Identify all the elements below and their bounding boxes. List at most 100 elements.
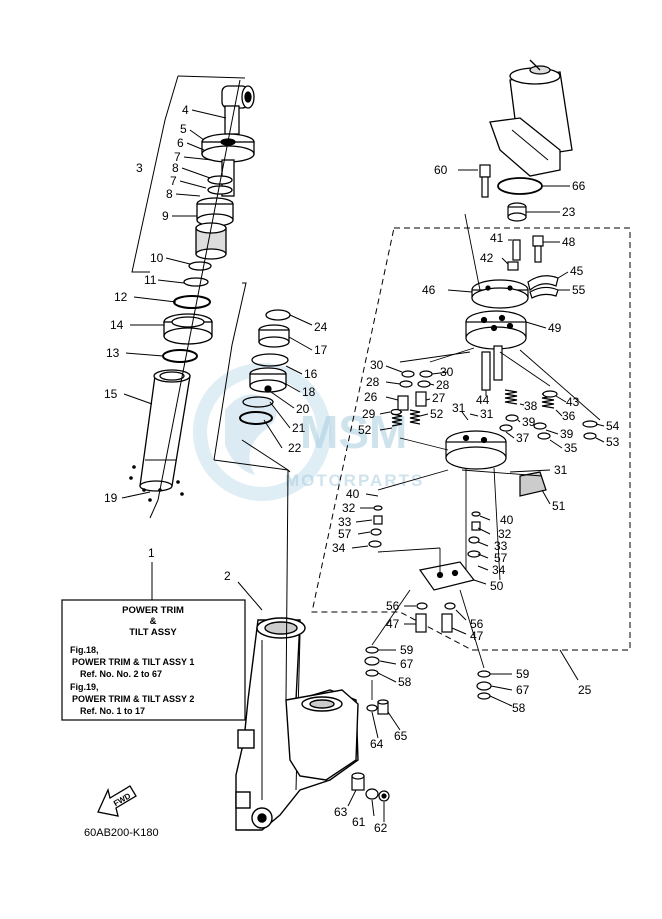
- o-ring-10-part: [188, 261, 212, 271]
- callout-25: 25: [578, 683, 592, 697]
- coupler-23-part: [507, 202, 527, 222]
- callout-11: 11: [144, 273, 157, 287]
- callout-6: 6: [177, 136, 184, 150]
- info-title-3: TILT ASSY: [129, 627, 177, 638]
- callout-63: 63: [334, 805, 348, 819]
- callout-64: 64: [370, 737, 384, 751]
- info-line-1: Fig.18,: [70, 645, 99, 655]
- callout-2: 2: [224, 569, 231, 583]
- callout-61: 61: [352, 815, 366, 829]
- fwd-arrow: FWD: [97, 785, 137, 817]
- callout-18: 18: [302, 385, 316, 399]
- callout-4: 4: [182, 103, 189, 117]
- callout-57b: 57: [494, 551, 508, 565]
- callout-7a: 7: [174, 150, 181, 164]
- callout-66: 66: [572, 179, 586, 193]
- callout-37: 37: [516, 431, 530, 445]
- callout-29: 29: [362, 407, 376, 421]
- callout-53: 53: [606, 435, 620, 449]
- reference-code: 60AB200-K180: [84, 827, 159, 839]
- callout-leaders: [121, 109, 605, 822]
- callout-50: 50: [490, 579, 504, 593]
- callout-44: 44: [476, 393, 490, 407]
- callout-21: 21: [292, 421, 306, 435]
- o-ring-12-part: [173, 295, 211, 309]
- main-body-part: [213, 459, 359, 831]
- ring-21-part: [242, 396, 274, 408]
- rod-seal-part: [207, 185, 233, 195]
- callout-52a: 52: [358, 423, 372, 437]
- callout-55: 55: [572, 283, 586, 297]
- callout-60: 60: [434, 163, 448, 177]
- callout-48: 48: [562, 235, 576, 249]
- callout-labels: 4 5 6 3 7 8 7 8 9 10 11 12 14 13 15 19 2…: [104, 103, 620, 835]
- rod-eye-part: [221, 85, 255, 135]
- callout-30a: 30: [370, 358, 384, 372]
- info-line-4: Fig.19,: [70, 682, 99, 692]
- callout-57a: 57: [338, 527, 352, 541]
- callout-62: 62: [374, 821, 388, 835]
- callout-39b: 39: [560, 427, 574, 441]
- callout-65: 65: [394, 729, 408, 743]
- ball-20-part: [264, 385, 272, 393]
- callout-10: 10: [150, 251, 164, 265]
- o-ring-11-part: [183, 277, 209, 287]
- circlip-22-part: [239, 411, 273, 425]
- callout-8a: 8: [172, 161, 179, 175]
- callout-22: 22: [288, 441, 302, 455]
- callout-52b: 52: [430, 407, 444, 421]
- callout-56b: 56: [470, 617, 484, 631]
- callout-34a: 34: [332, 541, 346, 555]
- callout-34b: 34: [492, 563, 506, 577]
- lower-piston-part: [195, 222, 227, 260]
- callout-49: 49: [548, 321, 562, 335]
- info-line-5: POWER TRIM & TILT ASSY 2: [72, 694, 194, 704]
- callout-27: 27: [432, 391, 446, 405]
- callout-67b: 67: [516, 683, 530, 697]
- callout-38: 38: [524, 399, 538, 413]
- callout-30b: 30: [440, 365, 454, 379]
- callout-42: 42: [480, 251, 494, 265]
- callout-19: 19: [104, 491, 118, 505]
- tilt-rod-group: [129, 75, 255, 519]
- cylinder-cap-part: [163, 313, 213, 345]
- piston-subgroup: [213, 282, 291, 473]
- pump-assembly-outline: [311, 227, 631, 651]
- gland-nut-part: [201, 133, 255, 163]
- callout-51: 51: [552, 499, 566, 513]
- callout-59a: 59: [400, 643, 414, 657]
- callout-14: 14: [110, 318, 124, 332]
- callout-31b: 31: [480, 407, 494, 421]
- callout-28b: 28: [436, 378, 450, 392]
- callout-31c: 31: [554, 463, 568, 477]
- pump-leader-lines: [371, 213, 601, 700]
- tilt-cylinder-part: [139, 369, 191, 492]
- info-line-3: Ref. No. No. 2 to 67: [80, 669, 162, 679]
- callout-67a: 67: [400, 657, 414, 671]
- watermark-tagline: MOTORPARTS: [285, 471, 424, 490]
- ring-16-part: [251, 353, 289, 367]
- callout-5: 5: [180, 122, 187, 136]
- callout-7b: 7: [170, 174, 177, 188]
- o-ring-66-part: [497, 177, 543, 195]
- callout-40b: 40: [500, 513, 514, 527]
- callout-33a: 33: [338, 515, 352, 529]
- callout-12: 12: [114, 290, 128, 304]
- piston-part: [196, 197, 234, 227]
- watermark-brand: MSM: [300, 406, 407, 458]
- callout-26: 26: [364, 390, 378, 404]
- callout-43: 43: [566, 395, 580, 409]
- callout-8b: 8: [166, 187, 173, 201]
- callout-3: 3: [136, 161, 143, 175]
- bolt-60-part: [479, 164, 491, 198]
- callout-39a: 39: [522, 415, 536, 429]
- callout-28a: 28: [366, 375, 380, 389]
- callout-47b: 47: [470, 629, 484, 643]
- info-title-2: &: [150, 616, 157, 627]
- fittings-group: [351, 699, 390, 802]
- motor-part: [489, 59, 573, 177]
- callout-56a: 56: [386, 599, 400, 613]
- info-title-1: POWER TRIM: [122, 605, 184, 616]
